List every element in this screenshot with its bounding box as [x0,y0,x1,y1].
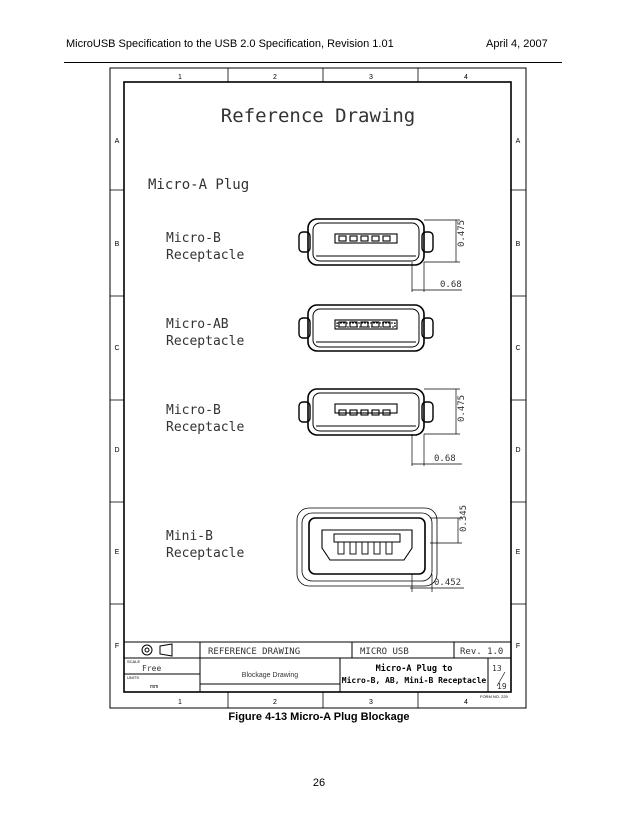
row-marker-d-right: D [515,447,520,454]
sheet-title: Blockage Drawing [242,672,299,679]
units-label: UNITS [127,675,139,680]
item1-dim-horizontal: 0.68 [440,280,462,290]
row-marker-e: E [115,549,120,556]
header-rule [64,62,562,63]
scale-value: Free [142,664,161,673]
title-block-kind: REFERENCE DRAWING [208,647,300,657]
title-block-rev: Rev. 1.0 [460,647,503,657]
figure-caption: Figure 4-13 Micro-A Plug Blockage [228,711,410,723]
row-marker-e-right: E [516,549,521,556]
row-marker-c-right: C [515,345,520,352]
col-marker-2: 2 [273,74,277,81]
item3-dim-vertical: 0.475 [457,395,467,422]
col-marker-1-bottom: 1 [178,699,182,706]
title-block-project: MICRO USB [360,647,409,657]
running-header-date: April 4, 2007 [486,38,548,50]
item2-label-line1: Micro-AB [166,317,229,332]
row-marker-b: B [115,241,120,248]
description-line2: Micro-B, AB, Mini-B Receptacle [342,675,487,685]
item3-dimension-lines [411,388,462,466]
row-marker-a-right: A [516,138,521,145]
micro-b-receptacle-drawing-1 [298,218,434,266]
title-block [123,641,512,693]
item3-label-line1: Micro-B [166,403,221,418]
row-marker-b-right: B [516,241,521,248]
row-marker-c: C [114,345,119,352]
item2-label-line2: Receptacle [166,334,244,349]
mini-b-receptacle-drawing [296,507,438,587]
item4-label-line1: Mini-B [166,529,213,544]
item1-dimension-lines [411,219,462,292]
micro-b-receptacle-drawing-2 [298,388,434,436]
item4-dimension-lines [410,517,464,592]
col-marker-3: 3 [369,74,373,81]
col-marker-3-bottom: 3 [369,699,373,706]
row-marker-d: D [114,447,119,454]
item3-dim-horizontal: 0.68 [434,454,456,464]
col-marker-4: 4 [464,74,468,81]
page-number: 26 [312,777,326,789]
projection-symbol-icon [141,643,173,657]
form-number: FORM NO. 229 [480,694,509,699]
inner-frame [123,81,512,693]
running-header-title: MicroUSB Specification to the USB 2.0 Sp… [66,38,394,50]
scale-label: SCALE [127,659,140,664]
description-line1: Micro-A Plug to [376,663,453,674]
item1-dim-vertical: 0.475 [457,220,467,247]
item1-label-line1: Micro-B [166,231,221,246]
col-marker-4-bottom: 4 [464,699,468,706]
item4-dim-vertical: 0.345 [459,505,469,532]
units-value: mm [150,684,158,690]
outer-frame [109,67,527,709]
item4-dim-horizontal: 0.452 [434,578,461,588]
plug-label: Micro-A Plug [148,177,249,193]
item1-label-line2: Receptacle [166,248,244,263]
row-marker-f-right: F [516,643,520,650]
col-marker-1: 1 [178,74,182,81]
sheet-total: 19 [497,682,507,691]
col-marker-2-bottom: 2 [273,699,277,706]
item4-label-line2: Receptacle [166,546,244,561]
row-marker-a: A [115,138,120,145]
drawing-title: Reference Drawing [221,105,415,127]
micro-ab-receptacle-drawing [298,304,434,352]
sheet-number: 13 [492,664,502,673]
item3-label-line2: Receptacle [166,420,244,435]
row-marker-f: F [115,643,119,650]
